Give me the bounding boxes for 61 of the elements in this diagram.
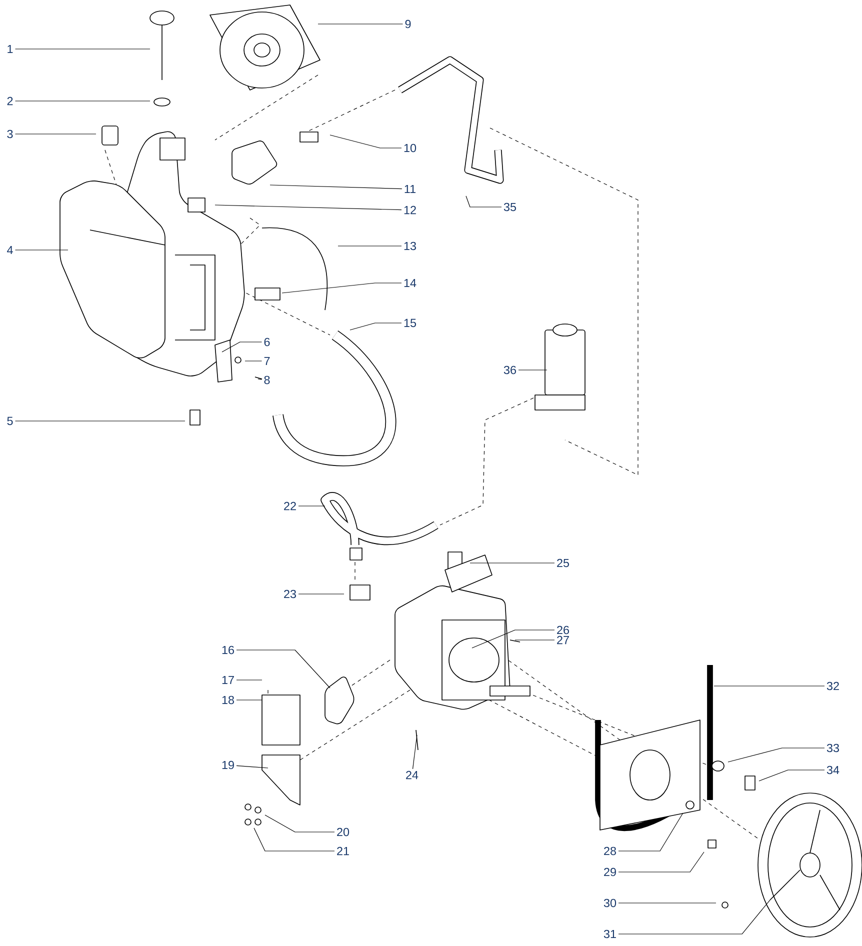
callout-number: 25 (557, 558, 570, 568)
callout-number: 5 (7, 416, 13, 426)
leader-line (758, 770, 825, 782)
leader-line (14, 48, 150, 50)
callout-number: 16 (222, 646, 234, 654)
callout-number: 28 (604, 846, 616, 856)
leader-line (222, 342, 262, 352)
callout-number: 19 (222, 760, 234, 770)
callout-number: 9 (405, 20, 411, 28)
leader-line (470, 562, 555, 564)
leader-line (264, 814, 335, 832)
leader-line (728, 748, 825, 762)
callout-number: 32 (826, 682, 839, 690)
leader-line (618, 852, 704, 872)
callout-number: 4 (7, 246, 13, 254)
leader-line (618, 900, 770, 934)
leader-line (466, 196, 502, 208)
callout-number: 8 (264, 376, 270, 384)
leader-line (258, 378, 262, 380)
callout-number: 7 (264, 356, 270, 366)
leader-line (350, 322, 402, 330)
callout-number: 1 (8, 44, 13, 54)
callout-number: 23 (284, 590, 296, 598)
leader-line (254, 828, 335, 852)
leader-line (330, 134, 402, 148)
callout-number: 20 (337, 828, 350, 836)
leader-line (618, 902, 716, 904)
leader-line (472, 630, 555, 648)
callout-number: 24 (406, 770, 418, 780)
callout-number: 13 (404, 242, 416, 250)
callout-number: 11 (404, 184, 416, 194)
callout-number: 26 (557, 626, 569, 634)
callout-number: 35 (504, 202, 516, 212)
leader-line (236, 650, 330, 688)
callout-number: 18 (222, 696, 234, 704)
callout-number: 33 (826, 744, 839, 752)
callout-number: 22 (284, 502, 296, 510)
leader-line (14, 100, 150, 102)
callout-number: 34 (826, 766, 840, 774)
callout-number: 14 (404, 278, 416, 288)
leader-line (244, 360, 262, 362)
leader-line (282, 282, 402, 294)
callout-number: 30 (604, 898, 616, 908)
callout-number: 21 (337, 846, 349, 856)
leader-line (270, 184, 402, 190)
callout-number: 36 (504, 366, 516, 374)
callout-number: 6 (264, 338, 270, 346)
leader-line (236, 765, 268, 768)
callout-number: 15 (404, 318, 416, 328)
callout-number: 2 (7, 96, 13, 106)
callout-number: 10 (404, 144, 416, 152)
callout-number: 31 (604, 930, 616, 938)
callout-number: 29 (604, 868, 616, 876)
leader-line (412, 734, 418, 770)
leader-line (14, 420, 186, 422)
callout-number: 12 (404, 206, 416, 214)
leader-line (214, 204, 402, 210)
callout-number: 17 (222, 676, 234, 684)
callout-number: 27 (557, 636, 569, 644)
leader-line (618, 812, 684, 852)
callout-number: 3 (7, 130, 13, 138)
